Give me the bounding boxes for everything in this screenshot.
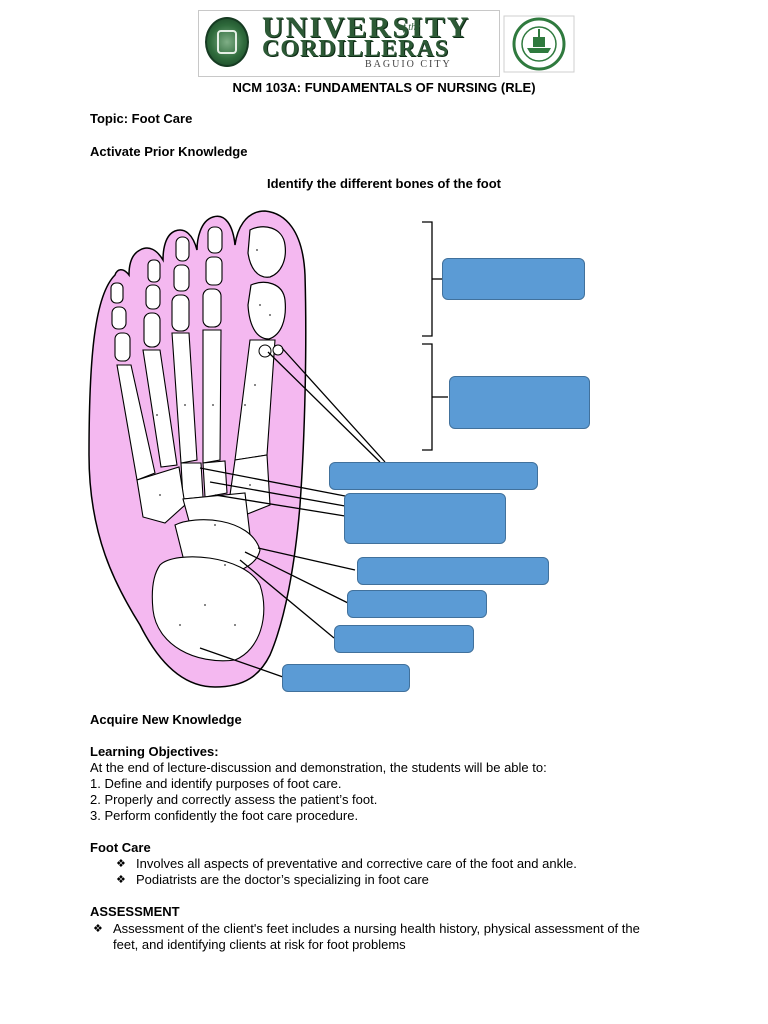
logo-city-text: BAGUIO CITY <box>365 59 452 70</box>
foot-care-heading: Foot Care <box>90 840 151 855</box>
label-box-navicular[interactable] <box>347 590 487 618</box>
university-seal-icon <box>205 17 249 67</box>
activate-prior-knowledge-heading: Activate Prior Knowledge <box>90 144 248 159</box>
label-box-talus[interactable] <box>334 625 474 653</box>
seal-shield-icon <box>217 30 237 54</box>
logo-of-the-text: of the <box>398 22 421 33</box>
foot-bones-diagram <box>88 210 307 688</box>
label-box-sesamoid[interactable] <box>329 462 538 490</box>
metatarsals-bracket <box>422 343 433 451</box>
diamond-bullet-icon: ❖ <box>116 858 126 870</box>
diamond-bullet-icon: ❖ <box>93 923 103 935</box>
foot-care-bullet: Involves all aspects of preventative and… <box>136 856 577 871</box>
logo-cordilleras-text: CORDILLERAS <box>262 36 450 62</box>
label-box-phalanges[interactable] <box>442 258 585 300</box>
objective-item: 2. Properly and correctly assess the pat… <box>90 792 378 807</box>
foot-skin-outline <box>88 210 307 688</box>
assessment-heading: ASSESSMENT <box>90 904 180 919</box>
objective-item: 1. Define and identify purposes of foot … <box>90 776 342 791</box>
course-title: NCM 103A: FUNDAMENTALS OF NURSING (RLE) <box>232 80 536 95</box>
label-box-calcaneus[interactable] <box>282 664 410 692</box>
label-box-metatarsals[interactable] <box>449 376 590 429</box>
acquire-new-knowledge-heading: Acquire New Knowledge <box>90 712 242 727</box>
label-box-cuneiforms[interactable] <box>344 493 506 544</box>
phalanges-bracket <box>422 221 433 337</box>
learning-objectives-heading: Learning Objectives: <box>90 744 219 759</box>
objective-item: 3. Perform confidently the foot care pro… <box>90 808 359 823</box>
logo-university-text: UNIVERSITY <box>262 11 471 44</box>
topic-heading: Topic: Foot Care <box>90 111 193 126</box>
college-of-nursing-seal-icon <box>503 15 575 73</box>
label-box-cuboid[interactable] <box>357 557 549 585</box>
diagram-title: Identify the different bones of the foot <box>267 176 501 191</box>
diamond-bullet-icon: ❖ <box>116 874 126 886</box>
assessment-bullet-line: Assessment of the client's feet includes… <box>113 921 640 936</box>
foot-care-bullet: Podiatrists are the doctor’s specializin… <box>136 872 429 887</box>
objectives-intro: At the end of lecture-discussion and dem… <box>90 760 547 775</box>
assessment-bullet-line: feet, and identifying clients at risk fo… <box>113 937 406 952</box>
